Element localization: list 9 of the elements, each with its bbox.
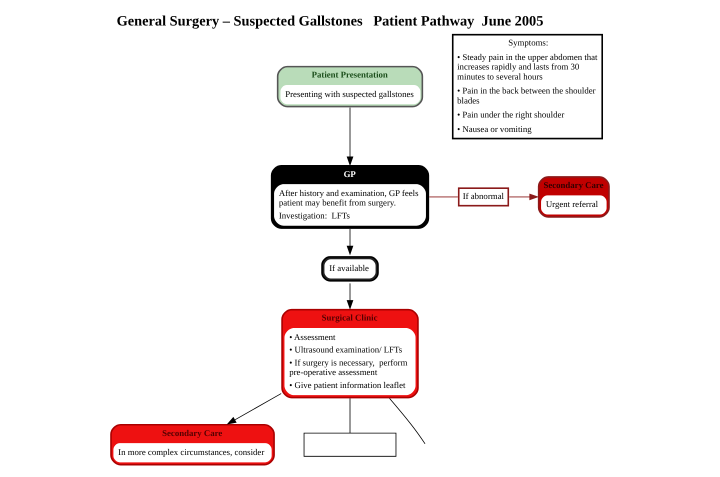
arrow [346,107,354,166]
arrow [346,228,354,256]
diagram-title: General Surgery – Suspected Gallstones Patient Pathway June 2005 [116,13,544,30]
node-box [304,432,396,457]
arrow [226,393,282,425]
connector [428,196,458,198]
connector [389,398,426,444]
arrow [508,194,539,200]
arrow [346,283,354,310]
